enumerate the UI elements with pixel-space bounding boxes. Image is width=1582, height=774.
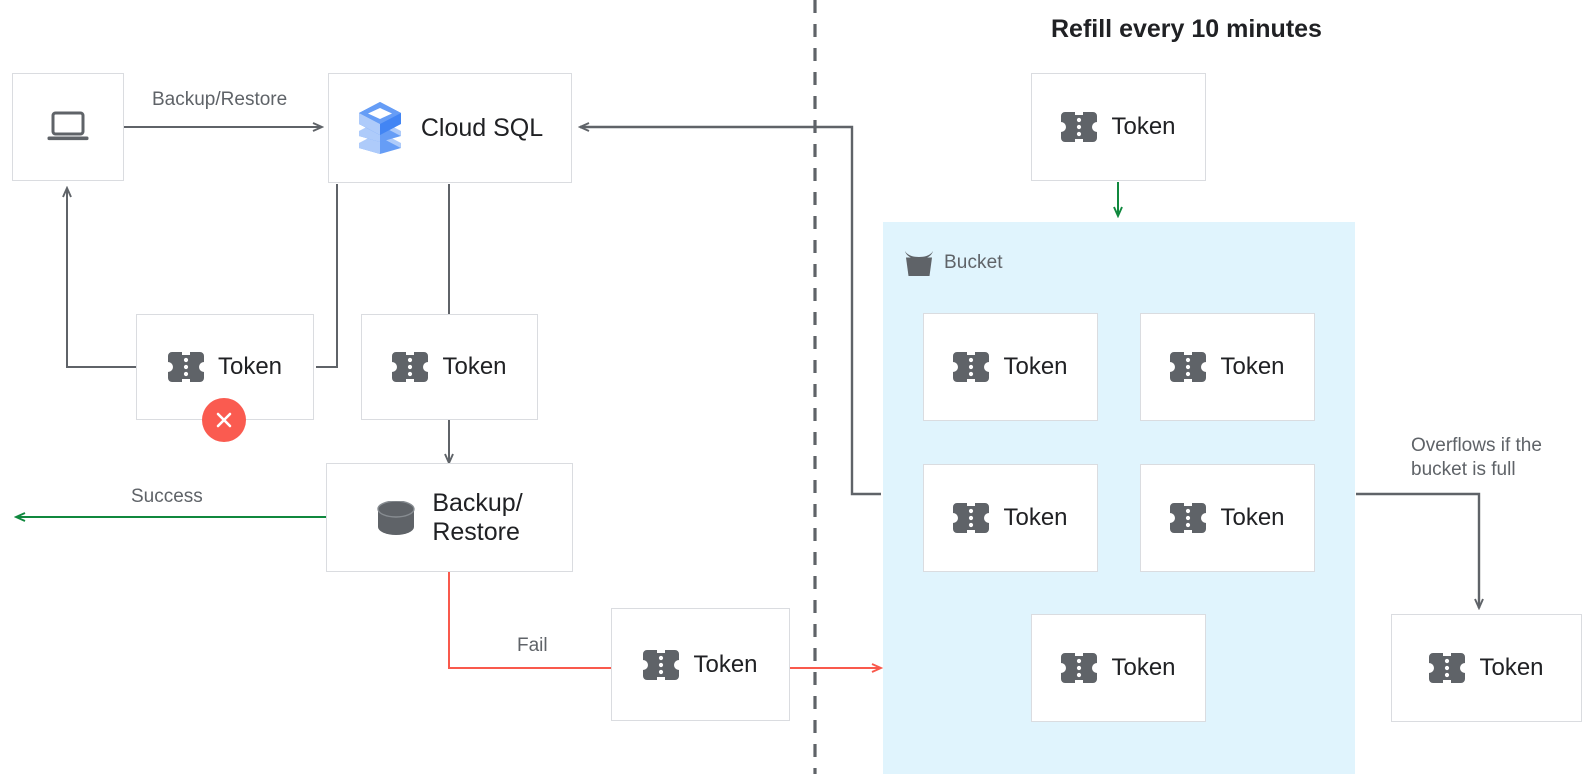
refill-token-label: Token bbox=[1111, 113, 1176, 141]
bucket-token-1[interactable]: Token bbox=[923, 313, 1098, 421]
bucket-token-5[interactable]: Token bbox=[1031, 614, 1206, 722]
bucket-token-3[interactable]: Token bbox=[923, 464, 1098, 572]
edge-bucket-overflow bbox=[1356, 492, 1479, 608]
overflow-token-label: Token bbox=[1479, 654, 1544, 682]
bucket-token-4[interactable]: Token bbox=[1140, 464, 1315, 572]
token-failed-label: Token bbox=[217, 353, 283, 381]
laptop-icon bbox=[47, 111, 89, 143]
token-consumed-label: Token bbox=[442, 353, 507, 381]
token-icon bbox=[1170, 503, 1207, 533]
bucket-token-4-label: Token bbox=[1220, 504, 1285, 532]
token-consumed-box[interactable]: Token bbox=[361, 314, 538, 420]
token-icon bbox=[1061, 112, 1098, 142]
token-icon bbox=[643, 649, 680, 680]
edge-token-failed-to-client bbox=[67, 188, 136, 368]
token-fail-return-label: Token bbox=[693, 650, 758, 678]
backup-restore-label: Backup/ Restore bbox=[432, 488, 523, 546]
token-icon bbox=[953, 503, 990, 533]
bucket-header: Bucket bbox=[903, 248, 1003, 278]
edge-backup-fail bbox=[448, 571, 611, 669]
edge-bucket-to-cloudsql bbox=[580, 127, 881, 496]
bucket-token-3-label: Token bbox=[1003, 504, 1068, 532]
cloud-sql-box[interactable]: Cloud SQL bbox=[328, 73, 572, 183]
fail-caption: Fail bbox=[517, 635, 548, 656]
token-icon bbox=[953, 352, 990, 382]
overflow-caption: Overflows if the bucket is full bbox=[1411, 435, 1542, 480]
bucket-token-2-label: Token bbox=[1220, 353, 1285, 381]
database-icon bbox=[376, 500, 416, 535]
bucket-token-1-label: Token bbox=[1003, 353, 1068, 381]
token-icon bbox=[1429, 653, 1466, 683]
success-caption: Success bbox=[131, 486, 203, 507]
backup-restore-box[interactable]: Backup/ Restore bbox=[326, 463, 573, 572]
error-x-icon bbox=[202, 398, 246, 442]
backup-restore-edge-caption: Backup/Restore bbox=[152, 89, 288, 110]
token-icon bbox=[1170, 352, 1207, 382]
token-icon bbox=[1061, 653, 1098, 683]
cloud-sql-label: Cloud SQL bbox=[420, 113, 544, 142]
refill-token-box[interactable]: Token bbox=[1031, 73, 1206, 181]
token-icon bbox=[392, 352, 429, 382]
client-box[interactable] bbox=[12, 73, 124, 181]
cloud-sql-icon bbox=[357, 102, 403, 154]
bucket-label: Bucket bbox=[944, 252, 1003, 273]
bucket-token-2[interactable]: Token bbox=[1140, 313, 1315, 421]
token-icon bbox=[167, 352, 204, 382]
edge-cloudsql-to-token-failed bbox=[316, 184, 338, 368]
page-title: Refill every 10 minutes bbox=[1051, 15, 1322, 43]
bucket-icon bbox=[903, 248, 935, 278]
overflow-token-box[interactable]: Token bbox=[1391, 614, 1582, 722]
token-fail-return-box[interactable]: Token bbox=[611, 608, 790, 721]
bucket-token-5-label: Token bbox=[1111, 654, 1176, 682]
